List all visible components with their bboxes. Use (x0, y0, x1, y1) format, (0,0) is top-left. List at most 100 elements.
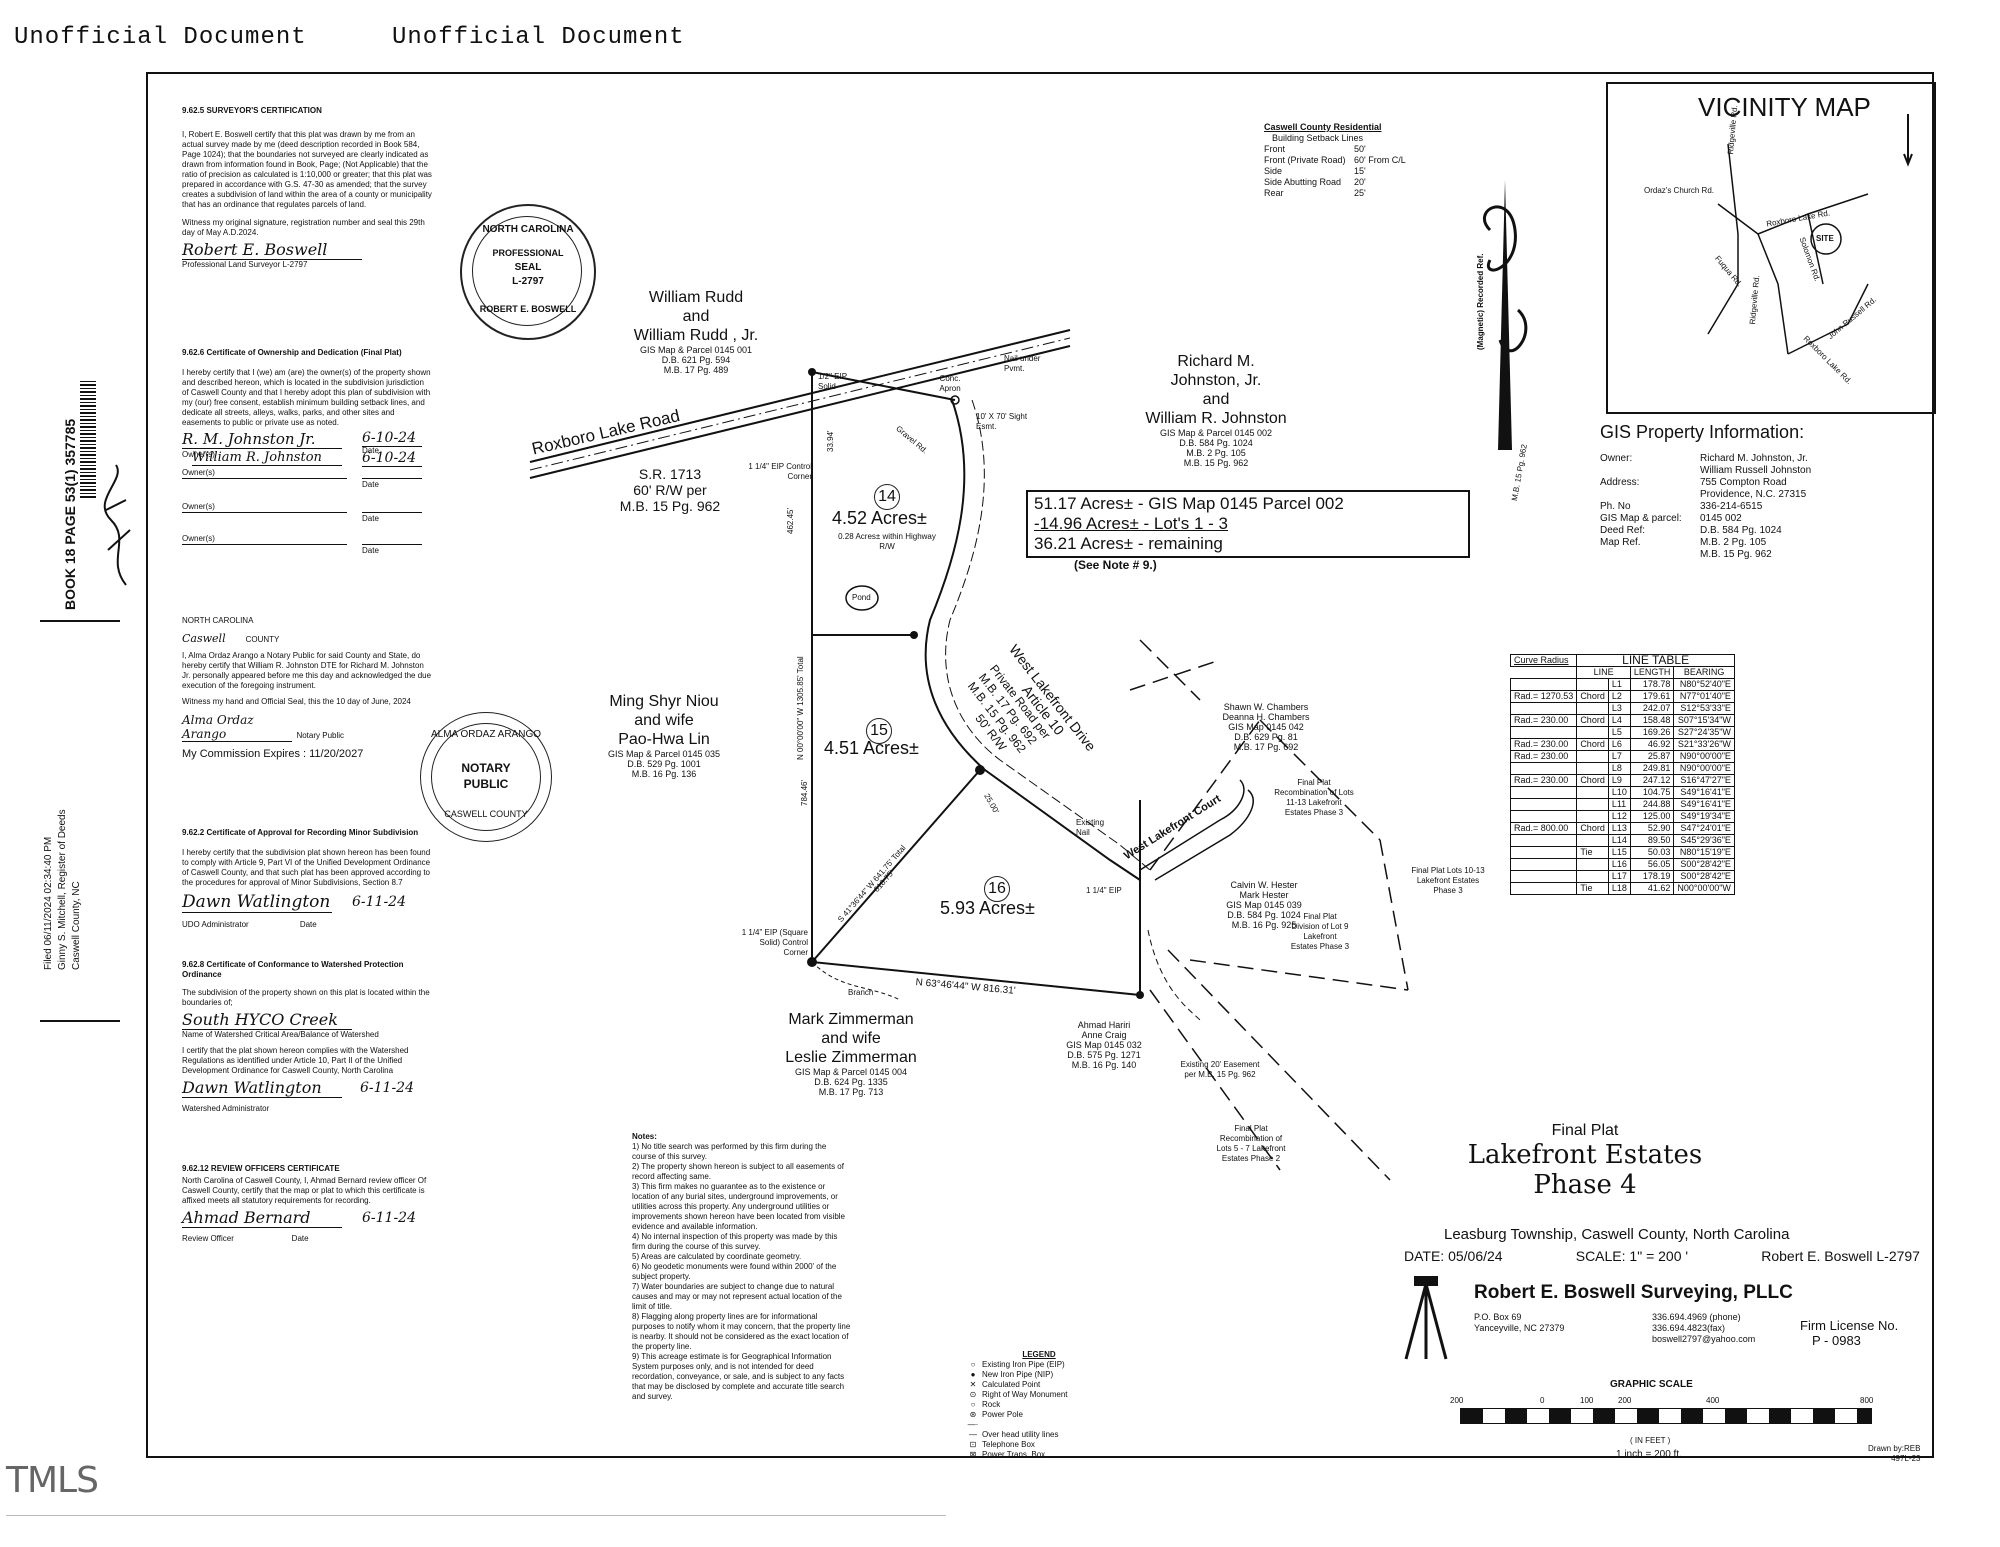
gis-title: GIS Property Information: (1600, 422, 1805, 442)
ownership-text: I hereby certify that I (we) am (are) th… (182, 368, 431, 427)
gis-row: Deed Ref:D.B. 584 Pg. 1024 (1600, 525, 1782, 536)
date-label: Date (362, 546, 379, 555)
owner-label: Owner(s) (182, 534, 215, 543)
legend: LEGEND ○Existing Iron Pipe (EIP)●New Iro… (964, 1350, 1114, 1460)
approval-text: I hereby certify that the subdivision pl… (182, 848, 431, 887)
approval-date: 6-11-24 (352, 894, 406, 910)
lot-16-acres: 5.93 Acres± (940, 898, 1035, 918)
ownership-certificate: 9.62.6 Certificate of Ownership and Dedi… (182, 348, 432, 555)
gis-rows: Owner:Richard M. Johnston, Jr.William Ru… (1600, 453, 1930, 561)
table-cell (1509, 882, 1578, 895)
recomb-note-1: Final Plat Recombination of Lots 11-13 L… (1274, 778, 1354, 817)
notary-expires: My Commission Expires : 11/20/2027 (182, 748, 364, 760)
bottom-rule (6, 1515, 946, 1516)
signature-line (182, 512, 347, 513)
legend-item: ✕Calculated Point (964, 1380, 1114, 1390)
approval-title: 9.62.2 Certificate of Approval for Recor… (182, 828, 419, 837)
signature-line (362, 478, 422, 479)
watershed-date: 6-11-24 (360, 1080, 414, 1096)
owner-date-2: 6-10-24 (362, 450, 422, 467)
title-main: Lakefront Estates (1467, 1140, 1703, 1170)
firm-name: Robert E. Boswell Surveying, PLLC (1474, 1282, 1793, 1303)
legend-symbol-icon: ⊙ (969, 1390, 977, 1399)
legend-title: LEGEND (1022, 1350, 1056, 1359)
dist-4: 33.94' (826, 430, 835, 452)
signature-line (182, 478, 347, 479)
signature-line (182, 544, 347, 545)
barcode (80, 380, 96, 498)
acreage-line-3: 36.21 Acres± - remaining (1034, 534, 1223, 553)
notary-seal-mid1: NOTARY (461, 761, 511, 775)
legend-symbol-icon: ○ (970, 1400, 976, 1409)
setback-title: Caswell County Residential (1264, 122, 1382, 132)
legend-item: ●New Iron Pipe (NIP) (964, 1370, 1114, 1380)
lot-15-acres: 4.51 Acres± (824, 738, 919, 758)
signature-line (362, 512, 422, 513)
seal-mid2: SEAL (514, 262, 542, 273)
recomb-note-2: Final Plat Division of Lot 9 Lakefront E… (1290, 912, 1350, 951)
lot-16-marker: 16 (984, 876, 1010, 902)
existing-nail-label: Existing Nail (1076, 818, 1105, 837)
tripod-icon (1396, 1274, 1456, 1364)
gis-row: Map Ref.M.B. 2 Pg. 105 (1600, 537, 1767, 548)
note-item: 1) No title search was performed by this… (632, 1142, 827, 1161)
gis-row: Providence, N.C. 27315 (1700, 489, 1807, 500)
graphic-scale-bar (1460, 1408, 1872, 1424)
eip-label-3: 1 1/4" EIP (Square Solid) Control Corner (741, 928, 808, 957)
notary-text: I, Alma Ordaz Arango a Notary Public for… (182, 651, 432, 690)
approval-signature: Dawn Watlington (182, 892, 332, 913)
review-title: 9.62.12 REVIEW OFFICERS CERTIFICATE (182, 1164, 340, 1173)
watershed-certificate: 9.62.8 Certificate of Conformance to Wat… (182, 960, 432, 1114)
surveyor-cert-text: I, Robert E. Boswell certify that this p… (182, 130, 432, 209)
surveyor-seal: NORTH CAROLINA PROFESSIONAL SEAL L-2797 … (460, 204, 596, 340)
gis-row: M.B. 15 Pg. 962 (1700, 549, 1772, 560)
gis-row: GIS Map & parcel:0145 002 (1600, 513, 1742, 524)
easement-note: Existing 20' Easement per M.B. 15 Pg. 96… (1180, 1060, 1260, 1079)
notary-certificate: NORTH CAROLINA Caswell COUNTY I, Alma Or… (182, 616, 432, 760)
vicinity-title: VICINITY MAP (1698, 92, 1871, 122)
owner-date-1: 6-10-24 (362, 430, 422, 447)
setback-row: Front (Private Road)60' From C/L (1264, 155, 1406, 165)
title-surveyor: Robert E. Boswell L-2797 (1761, 1248, 1920, 1264)
notary-seal-bottom: CASWELL COUNTY (444, 809, 528, 819)
lot-14-marker: 14 (874, 484, 900, 510)
table-cell: L18 (1607, 882, 1631, 895)
title-date: DATE: 05/06/24 (1404, 1248, 1503, 1264)
bearing-west: N 00°00'00" W 1305.85' Total (796, 656, 805, 760)
approval-certificate: 9.62.2 Certificate of Approval for Recor… (182, 828, 432, 930)
legend-list: ○Existing Iron Pipe (EIP)●New Iron Pipe … (964, 1360, 1114, 1460)
watermark-text-1: Unofficial Document (14, 24, 307, 51)
margin-rule (40, 1020, 120, 1022)
watershed-text-2: I certify that the plat shown hereon com… (182, 1046, 409, 1075)
legend-symbol-icon: ✕ (969, 1380, 977, 1389)
acreage-line-2: -14.96 Acres± - Lot's 1 - 3 (1034, 514, 1228, 533)
note-item: 7) Water boundaries are subject to chang… (632, 1282, 842, 1311)
owner-label: Owner(s) (182, 450, 215, 459)
owner-signature-2: William R. Johnston (192, 450, 342, 466)
surveyor-cert-title: 9.62.5 SURVEYOR'S CERTIFICATION (182, 106, 322, 115)
surveyor-certificate: 9.62.5 SURVEYOR'S CERTIFICATION I, Rober… (182, 106, 432, 270)
margin-rule (40, 620, 120, 622)
gis-row: William Russell Johnston (1700, 465, 1812, 476)
plat-frame (146, 72, 1934, 1458)
table-cell: N80°52'40"E (1673, 678, 1735, 691)
lot-15-marker: 15 (866, 718, 892, 744)
notary-seal-mid2: PUBLIC (463, 777, 509, 791)
eip-label-4: 1 1/4" EIP (1086, 886, 1122, 895)
legend-symbol-icon: —·— (967, 1420, 979, 1439)
pond-label: Pond (852, 593, 871, 602)
seal-mid1: PROFESSIONAL (492, 248, 564, 258)
table-cell: L16 (1607, 858, 1631, 871)
line-table: Curve Radius LINE TABLE LINE LENGTH BEAR… (1509, 654, 1735, 895)
notary-signature: Alma Ordaz Arango (182, 713, 292, 742)
